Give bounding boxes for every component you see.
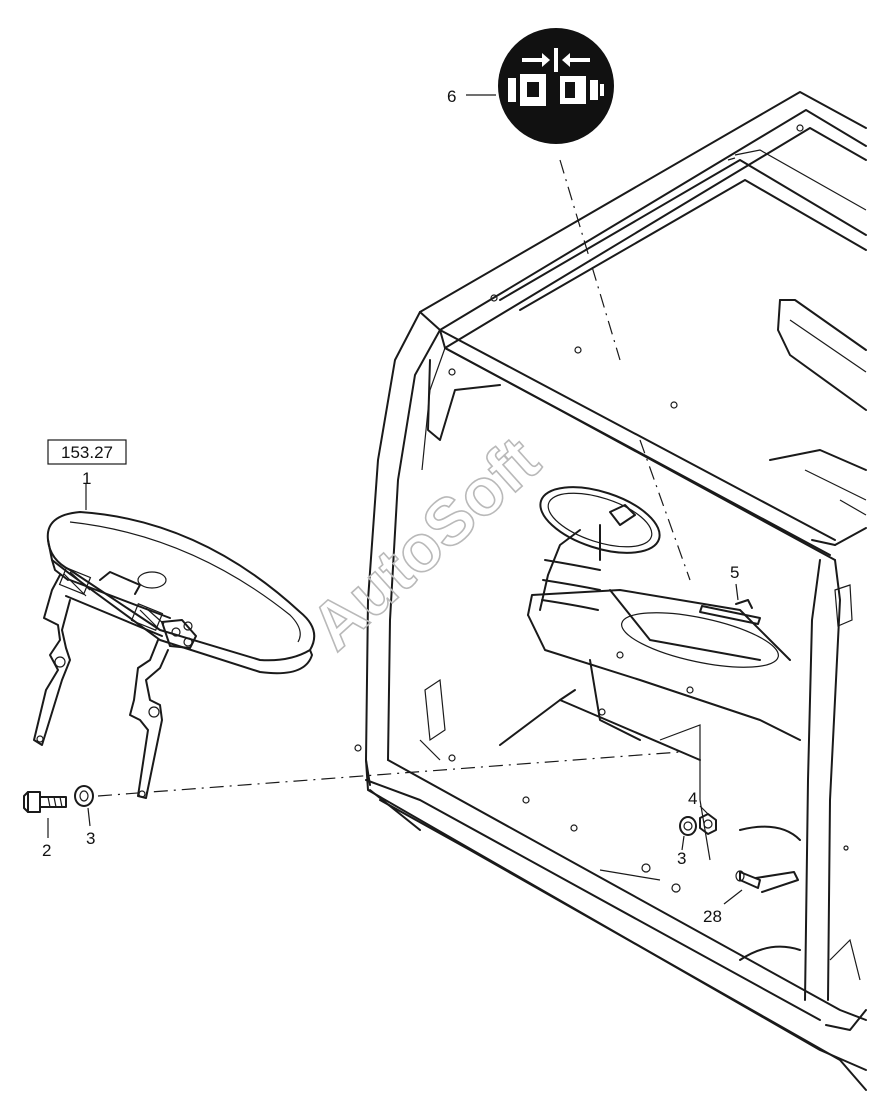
bolt-2 — [23, 791, 67, 813]
steering-column — [527, 486, 801, 741]
callout-3-right: 3 — [677, 849, 686, 868]
callout-1: 1 — [82, 469, 91, 488]
seat-axis-line — [639, 439, 691, 581]
mounting-axis-line — [97, 751, 681, 797]
lever-28 — [735, 870, 799, 893]
watermark: AutoSoft — [296, 422, 553, 663]
belt-anchor-5 — [699, 599, 761, 625]
callout-2: 2 — [42, 841, 51, 860]
callout-leaders — [47, 94, 743, 905]
callout-4: 4 — [688, 789, 697, 808]
seatbelt-buckle-icon — [498, 28, 614, 144]
callout-6: 6 — [447, 87, 456, 106]
seat-assembly — [33, 511, 316, 799]
nut-4 — [699, 813, 717, 835]
washer-3-right — [679, 816, 697, 836]
callout-28: 28 — [703, 907, 722, 926]
callout-3-left: 3 — [86, 829, 95, 848]
symbol-leader-line — [559, 159, 621, 361]
cab-frame — [354, 91, 867, 1091]
washer-3-left — [74, 785, 94, 807]
reference-label: 153.27 — [61, 443, 113, 462]
reference-box — [47, 439, 127, 465]
callout-5: 5 — [730, 563, 739, 582]
